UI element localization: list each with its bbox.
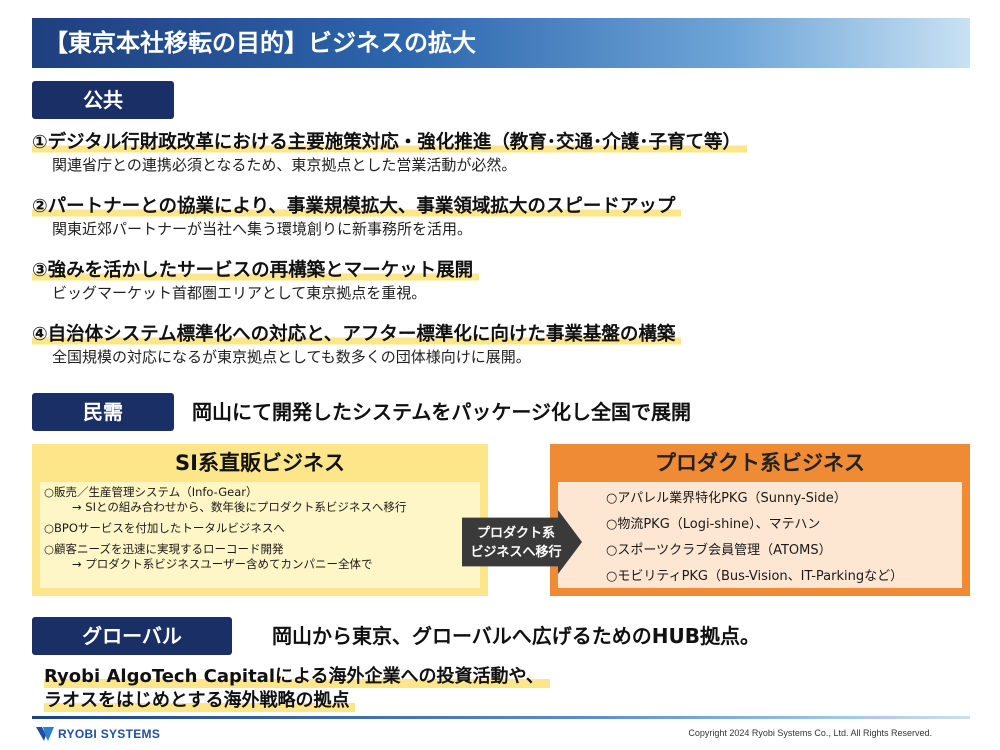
public-item-4: ④自治体システム標準化への対応と、アフター標準化に向けた事業基盤の構築 全国規模… bbox=[32, 323, 682, 367]
logo-text: RYOBI SYSTEMS bbox=[58, 727, 161, 741]
product-business-box: プロダクト系ビジネス ○アパレル業界特化PKG（Sunny-Side） ○物流P… bbox=[550, 444, 970, 596]
copyright-text: Copyright 2024 Ryobi Systems Co., Ltd. A… bbox=[688, 728, 932, 738]
migration-arrow-line: プロダクト系 bbox=[476, 526, 555, 541]
section-label-global: グローバル bbox=[32, 617, 232, 655]
public-item-heading: ②パートナーとの協業により、事業規模拡大、事業領域拡大のスピードアップ bbox=[32, 195, 682, 219]
section-label-private: 民需 bbox=[32, 393, 174, 431]
global-heading: 岡山から東京、グローバルへ広げるためのHUB拠点。 bbox=[272, 624, 761, 648]
footer-divider bbox=[32, 716, 970, 719]
global-description-line: Ryobi AlgoTech Capitalによる海外企業への投資活動や、 bbox=[44, 664, 550, 690]
product-business-line: ○アパレル業界特化PKG（Sunny-Side） bbox=[606, 491, 847, 506]
public-item-description: 関東近郊パートナーが当社へ集う環境創りに新事務所を活用。 bbox=[52, 220, 473, 238]
si-business-box: SI系直販ビジネス ○販売／生産管理システム（Info-Gear） → SIとの… bbox=[32, 444, 488, 596]
public-item-description: 全国規模の対応になるが東京拠点としても数多くの団体様向けに展開。 bbox=[52, 348, 531, 366]
page-title: 【東京本社移転の目的】ビジネスの拡大 bbox=[32, 18, 970, 68]
si-business-line: ○BPOサービスを付加したトータルビジネスへ bbox=[44, 521, 285, 535]
company-logo: RYOBI SYSTEMS bbox=[36, 725, 160, 743]
migration-arrow-line: ビジネスへ移行 bbox=[470, 545, 562, 560]
si-business-line: ○顧客ニーズを迅速に実現するローコード開発 bbox=[44, 542, 284, 556]
product-business-line: ○モビリティPKG（Bus-Vision、IT-Parkingなど） bbox=[606, 569, 904, 584]
public-item-3: ③強みを活かしたサービスの再構築とマーケット展開 ビッグマーケット首都圏エリアと… bbox=[32, 259, 480, 303]
section-label-public: 公共 bbox=[32, 81, 174, 119]
public-item-2: ②パートナーとの協業により、事業規模拡大、事業領域拡大のスピードアップ 関東近郊… bbox=[32, 195, 682, 239]
global-description-line: ラオスをはじめとする海外戦略の拠点 bbox=[44, 688, 356, 714]
product-business-title: プロダクト系ビジネス bbox=[655, 451, 865, 475]
public-item-heading: ①デジタル行財政改革における主要施策対応・強化推進（教育･交通･介護･子育て等） bbox=[32, 131, 748, 155]
si-business-line: → SIとの組み合わせから、数年後にプロダクト系ビジネスへ移行 bbox=[72, 500, 407, 514]
product-business-line: ○物流PKG（Logi-shine）、マテハン bbox=[606, 517, 821, 532]
public-item-1: ①デジタル行財政改革における主要施策対応・強化推進（教育･交通･介護･子育て等）… bbox=[32, 131, 748, 175]
public-item-heading: ③強みを活かしたサービスの再構築とマーケット展開 bbox=[32, 259, 480, 283]
si-business-line: ○販売／生産管理システム（Info-Gear） bbox=[44, 485, 258, 499]
public-item-description: 関連省庁との連携必須となるため、東京拠点とした営業活動が必然。 bbox=[52, 156, 517, 174]
product-business-line: ○スポーツクラブ会員管理（ATOMS） bbox=[606, 543, 832, 558]
si-business-list: ○販売／生産管理システム（Info-Gear） → SIとの組み合わせから、数年… bbox=[40, 482, 480, 588]
product-business-list: ○アパレル業界特化PKG（Sunny-Side） ○物流PKG（Logi-shi… bbox=[558, 482, 962, 588]
migration-arrow: プロダクト系 ビジネスへ移行 bbox=[462, 510, 582, 574]
si-business-line: → プロダクト系ビジネスユーザー含めてカンパニー全体で bbox=[72, 557, 373, 571]
ryobi-logo-icon bbox=[36, 727, 54, 741]
public-item-heading: ④自治体システム標準化への対応と、アフター標準化に向けた事業基盤の構築 bbox=[32, 323, 682, 347]
si-business-title: SI系直販ビジネス bbox=[175, 451, 345, 475]
private-heading: 岡山にて開発したシステムをパッケージ化し全国で展開 bbox=[192, 400, 691, 424]
public-item-description: ビッグマーケット首都圏エリアとして東京拠点を重視。 bbox=[52, 284, 427, 302]
